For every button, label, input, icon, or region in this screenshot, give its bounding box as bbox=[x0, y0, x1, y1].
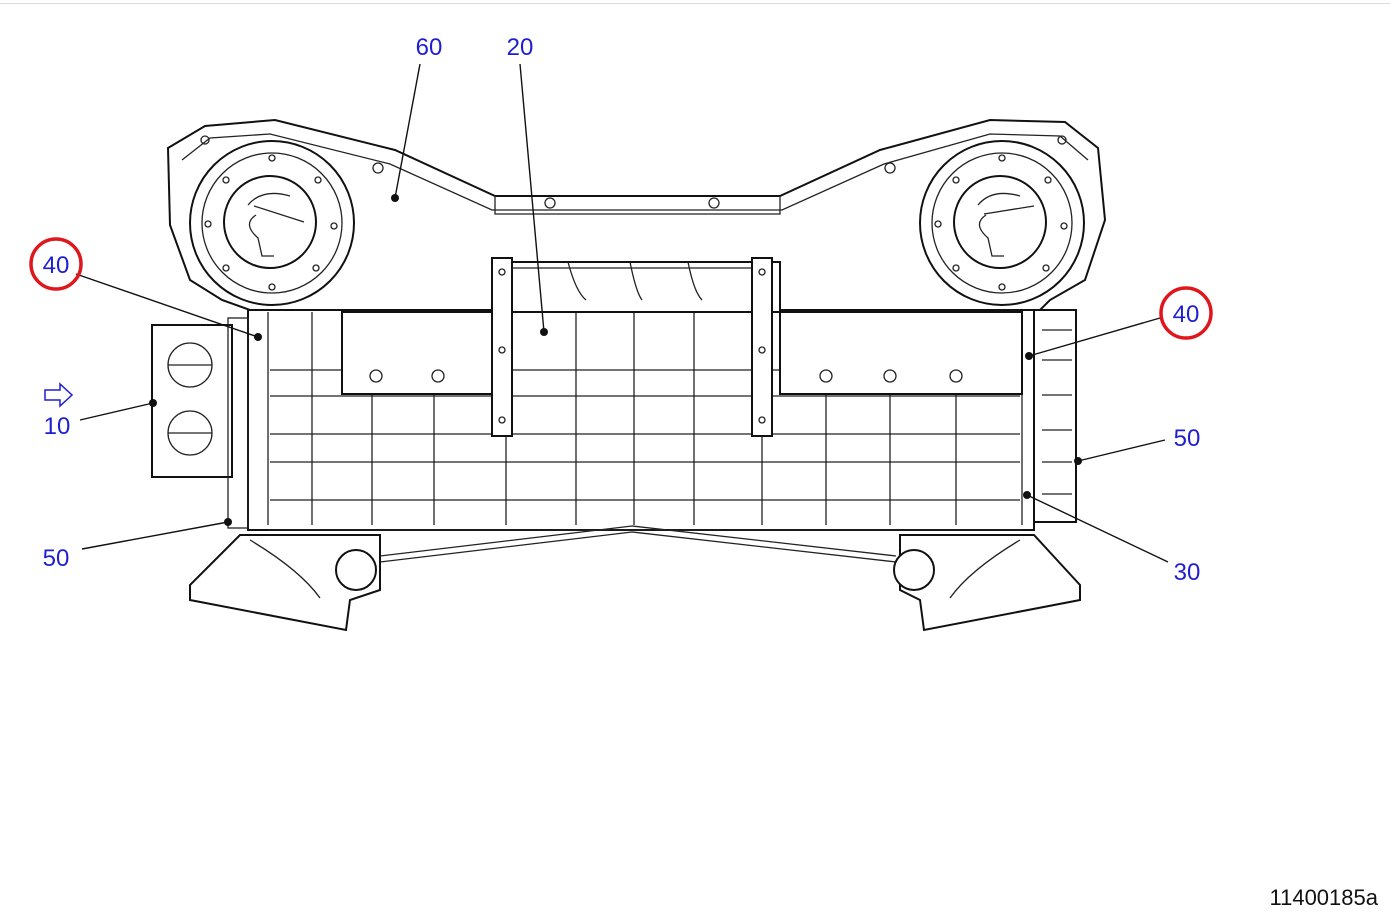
highlight-ring-left bbox=[29, 237, 83, 291]
top-frame bbox=[166, 118, 1107, 311]
top-frame-bolts bbox=[200, 135, 1067, 209]
callout-20: 20 bbox=[507, 34, 534, 61]
figure-reference-number: 11400185a bbox=[1269, 885, 1379, 910]
left-foot bbox=[189, 534, 381, 632]
bottom-strut bbox=[268, 525, 1022, 563]
right-flange bbox=[919, 140, 1085, 306]
callout-50-right: 50 bbox=[1174, 425, 1201, 452]
arrow-right-outline-icon bbox=[44, 382, 74, 408]
callout-40-right: 40 bbox=[1173, 301, 1200, 328]
callout-60: 60 bbox=[416, 34, 443, 61]
callout-50-left: 50 bbox=[43, 545, 70, 572]
left-flange bbox=[189, 140, 355, 306]
left-port-box bbox=[151, 324, 233, 478]
leader-lines bbox=[75, 63, 1169, 563]
top-border-line bbox=[0, 3, 1390, 4]
plate-holes bbox=[369, 369, 963, 383]
callout-labels: 60 20 40 40 10 50 50 30 bbox=[43, 34, 1201, 586]
callout-30: 30 bbox=[1174, 559, 1201, 586]
callout-10: 10 bbox=[44, 413, 71, 440]
right-side-column bbox=[1033, 309, 1077, 523]
highlight-ring-right bbox=[1159, 286, 1213, 340]
callout-40-left: 40 bbox=[43, 252, 70, 279]
right-foot bbox=[899, 534, 1081, 632]
assembly-drawing bbox=[151, 118, 1107, 632]
